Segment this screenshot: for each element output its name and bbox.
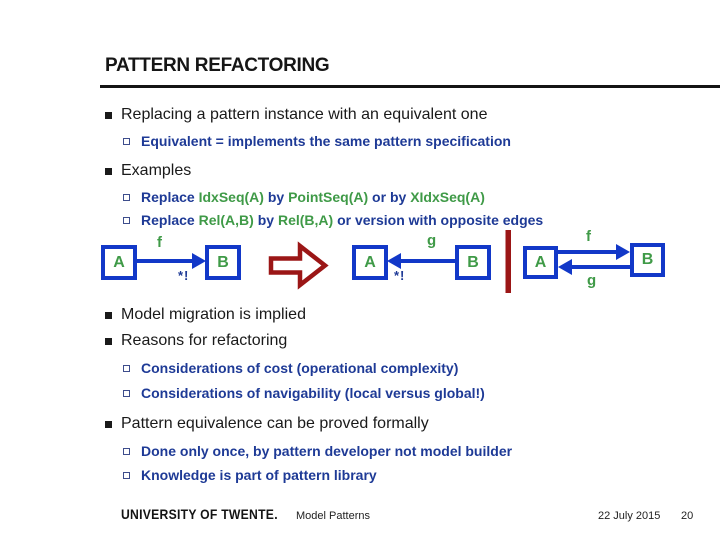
footer-date: 22 July 2015 bbox=[598, 510, 661, 522]
middle-arrowhead-icon bbox=[387, 253, 401, 269]
bullet-cost: Considerations of cost (operational comp… bbox=[123, 360, 458, 376]
edge-label-g: g bbox=[587, 272, 597, 289]
bullet-knowledge: Knowledge is part of pattern library bbox=[123, 467, 377, 483]
sub-bullet-square-icon bbox=[123, 217, 130, 224]
right-bottom-arrowhead-icon bbox=[558, 259, 572, 275]
node-box-b: B bbox=[205, 245, 241, 280]
bullet-examples: Examples bbox=[105, 162, 191, 180]
title-underline bbox=[100, 85, 720, 88]
pattern-name: PointSeq(A) bbox=[288, 189, 369, 205]
bullet-square-icon bbox=[105, 421, 112, 428]
bullet-replacing: Replacing a pattern instance with an equ… bbox=[105, 106, 487, 124]
footer-deck-title: Model Patterns bbox=[296, 510, 370, 522]
bullet-text: Replace IdxSeq(A) by PointSeq(A) or by X… bbox=[141, 189, 485, 205]
sub-bullet-square-icon bbox=[123, 194, 130, 201]
text-segment: or by bbox=[368, 189, 411, 205]
pattern-name: IdxSeq(A) bbox=[198, 189, 264, 205]
sub-bullet-square-icon bbox=[123, 472, 130, 479]
node-box-b: B bbox=[455, 245, 491, 280]
bullet-text: Replacing a pattern instance with an equ… bbox=[121, 106, 488, 123]
node-box-b: B bbox=[630, 243, 665, 277]
bullet-text: Considerations of navigability (local ve… bbox=[141, 385, 485, 401]
pattern-name: Rel(A,B) bbox=[198, 212, 254, 228]
footer-page-number: 20 bbox=[681, 510, 694, 522]
pattern-diagram bbox=[137, 230, 630, 293]
sub-bullet-square-icon bbox=[123, 138, 130, 145]
bullet-square-icon bbox=[105, 312, 112, 319]
text-segment: Replace bbox=[141, 189, 199, 205]
bullet-example-rel: Replace Rel(A,B) by Rel(B,A) or version … bbox=[123, 212, 543, 228]
node-box-a: A bbox=[523, 246, 558, 279]
pattern-name: Rel(B,A) bbox=[277, 212, 334, 228]
text-segment: by bbox=[263, 189, 289, 205]
sub-bullet-square-icon bbox=[123, 365, 130, 372]
transform-block-arrow-icon bbox=[268, 241, 329, 290]
node-box-a: A bbox=[352, 245, 388, 280]
bullet-square-icon bbox=[105, 338, 112, 345]
bullet-text: Pattern equivalence can be proved formal… bbox=[121, 415, 429, 432]
bullet-square-icon bbox=[105, 168, 112, 175]
bullet-text: Considerations of cost (operational comp… bbox=[141, 360, 459, 376]
sub-bullet-square-icon bbox=[123, 390, 130, 397]
sub-bullet-square-icon bbox=[123, 448, 130, 455]
bullet-text: Model migration is implied bbox=[121, 306, 306, 323]
bullet-navigability: Considerations of navigability (local ve… bbox=[123, 385, 485, 401]
slide-title: PATTERN REFACTORING bbox=[105, 55, 330, 76]
pattern-name: XIdxSeq(A) bbox=[410, 189, 485, 205]
bullet-text: Examples bbox=[121, 162, 192, 179]
bullet-text: Equivalent = implements the same pattern… bbox=[141, 133, 511, 149]
left-arrowhead-icon bbox=[192, 253, 206, 269]
node-box-a: A bbox=[101, 245, 137, 280]
bullet-reasons: Reasons for refactoring bbox=[105, 332, 287, 350]
right-top-arrowhead-icon bbox=[616, 244, 630, 260]
text-segment: by bbox=[253, 212, 278, 228]
bullet-example-idxseq: Replace IdxSeq(A) by PointSeq(A) or by X… bbox=[123, 189, 485, 205]
bullet-square-icon bbox=[105, 112, 112, 119]
bullet-migration: Model migration is implied bbox=[105, 306, 306, 324]
edge-label-f: f bbox=[586, 228, 591, 245]
text-segment: Replace bbox=[141, 212, 199, 228]
bullet-equivalence: Pattern equivalence can be proved formal… bbox=[105, 415, 429, 433]
university-logo: UNIVERSITY OF TWENTE. bbox=[121, 506, 278, 522]
bullet-text: Reasons for refactoring bbox=[121, 332, 288, 349]
bullet-text: Knowledge is part of pattern library bbox=[141, 467, 377, 483]
divider-line bbox=[505, 230, 511, 293]
text-segment: or version with opposite edges bbox=[333, 212, 544, 228]
multiplicity-label: *! bbox=[178, 268, 190, 283]
bullet-text: Done only once, by pattern developer not… bbox=[141, 443, 513, 459]
bullet-equivalent: Equivalent = implements the same pattern… bbox=[123, 133, 511, 149]
bullet-done-once: Done only once, by pattern developer not… bbox=[123, 443, 512, 459]
edge-label-g: g bbox=[427, 232, 437, 249]
edge-label-f: f bbox=[157, 234, 162, 251]
bullet-text: Replace Rel(A,B) by Rel(B,A) or version … bbox=[141, 212, 543, 228]
multiplicity-label: *! bbox=[394, 268, 406, 283]
